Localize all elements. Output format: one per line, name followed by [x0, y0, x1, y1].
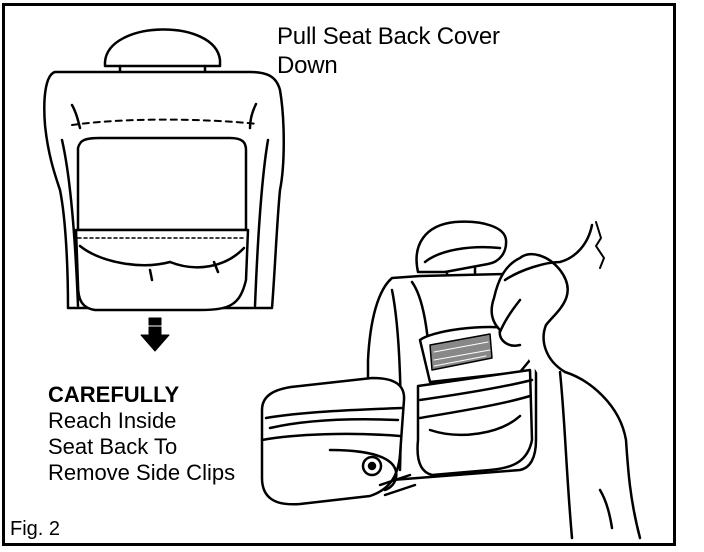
- instruction-top-line1: Pull Seat Back Cover: [277, 22, 500, 51]
- seat-side-view: [262, 222, 536, 505]
- instruction-bottom-line3: Remove Side Clips: [48, 460, 235, 486]
- instruction-emphasis: CAREFULLY: [48, 382, 235, 408]
- instruction-top: Pull Seat Back Cover Down: [277, 22, 500, 80]
- instruction-bottom-line1: Reach Inside: [48, 408, 235, 434]
- seat-back-rear-view: [44, 29, 283, 310]
- instruction-bottom: CAREFULLY Reach Inside Seat Back To Remo…: [48, 382, 235, 486]
- down-arrow-icon: [141, 318, 169, 351]
- instruction-top-line2: Down: [277, 51, 500, 80]
- instruction-bottom-line2: Seat Back To: [48, 434, 235, 460]
- figure-label: Fig. 2: [10, 518, 60, 541]
